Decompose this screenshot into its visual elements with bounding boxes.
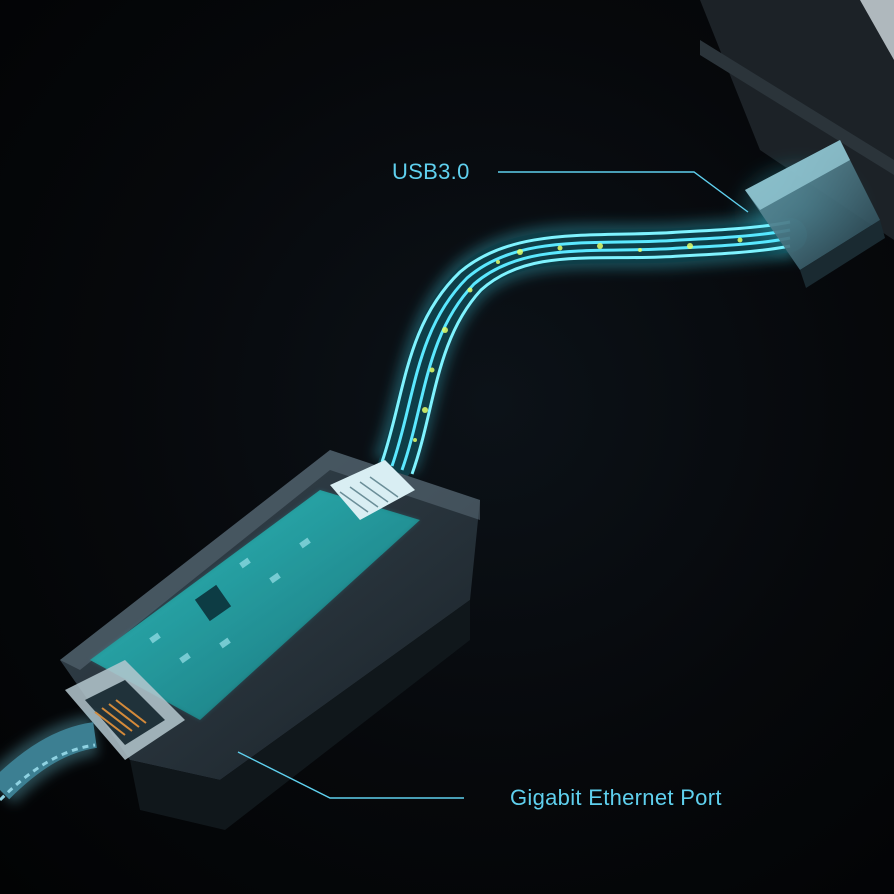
data-particles (413, 237, 743, 442)
callout-lines (237, 171, 749, 799)
ethernet-cable (0, 715, 99, 805)
ethernet-leader-line (237, 751, 464, 799)
cable (373, 212, 807, 482)
pcb-board (90, 460, 420, 720)
usb-callout-label: USB3.0 (392, 159, 470, 184)
ethernet-callout-label: Gigabit Ethernet Port (510, 785, 722, 810)
usb-plug (730, 140, 885, 288)
ethernet-port (65, 660, 185, 760)
usb-leader-line (498, 171, 749, 213)
